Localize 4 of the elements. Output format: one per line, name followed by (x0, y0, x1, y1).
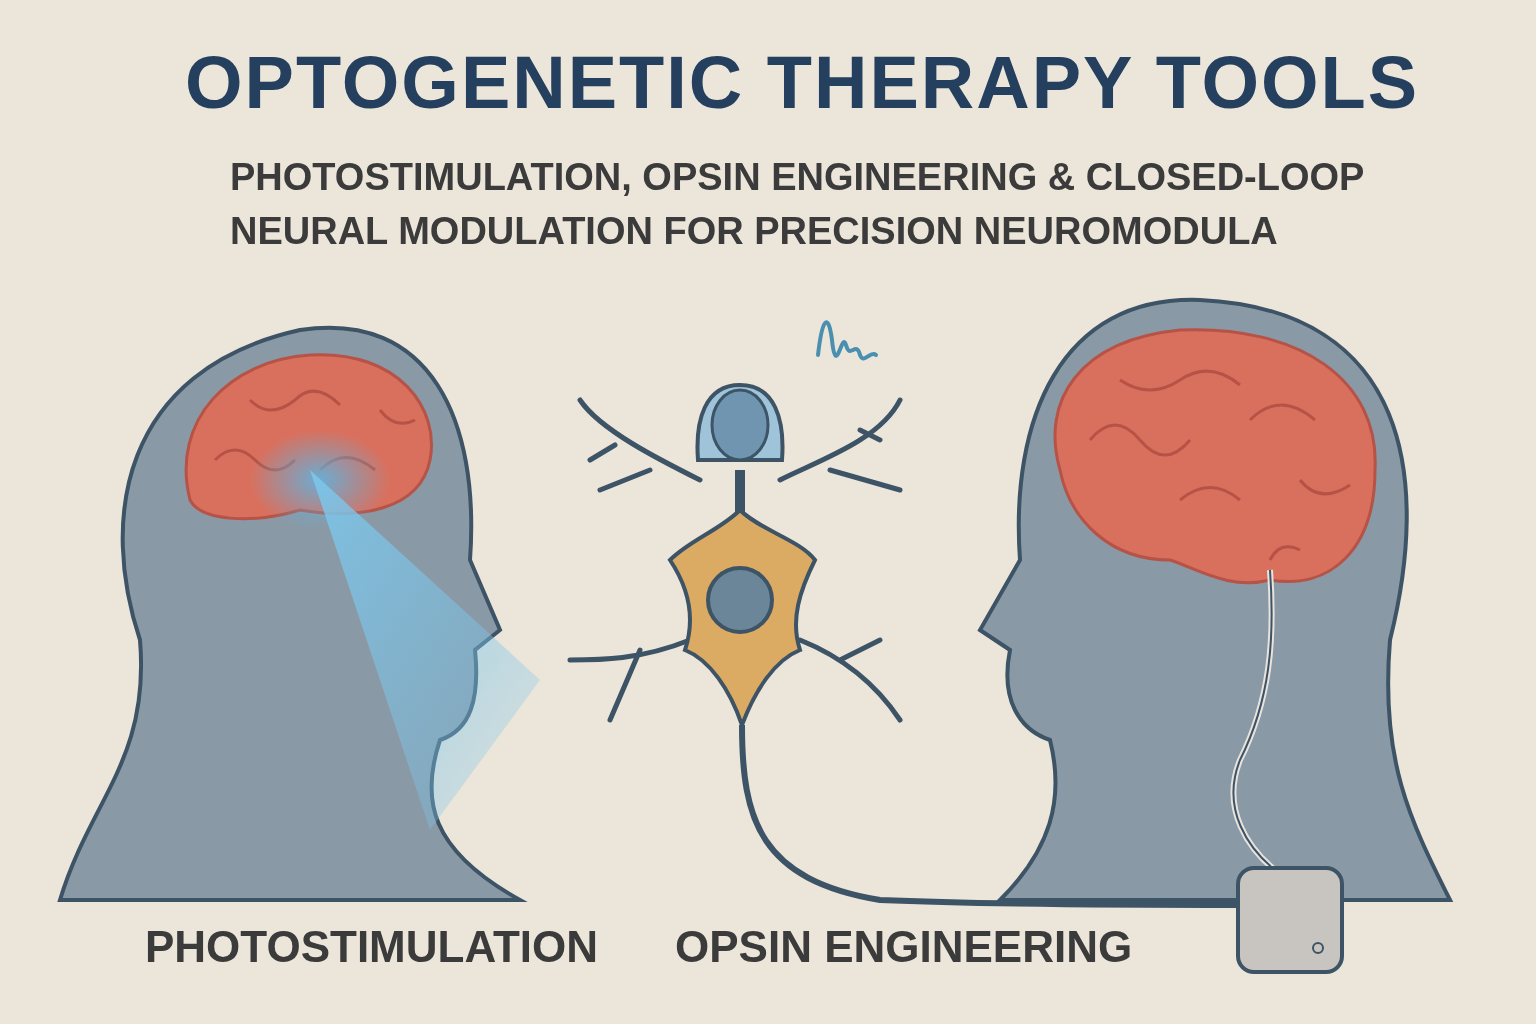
title: OPTOGENETIC THERAPY TOOLS (185, 40, 1420, 125)
section-label: PHOTOSTIMULATION (145, 922, 599, 972)
subtitle: PHOTOSTIMULATION, OPSIN ENGINEERING & CLOSED-LOOP NEURAL MODULATION FOR PRECISION NEUROMODULA (230, 155, 1365, 254)
section-label: OPSIN ENGINEERING (675, 922, 1133, 972)
